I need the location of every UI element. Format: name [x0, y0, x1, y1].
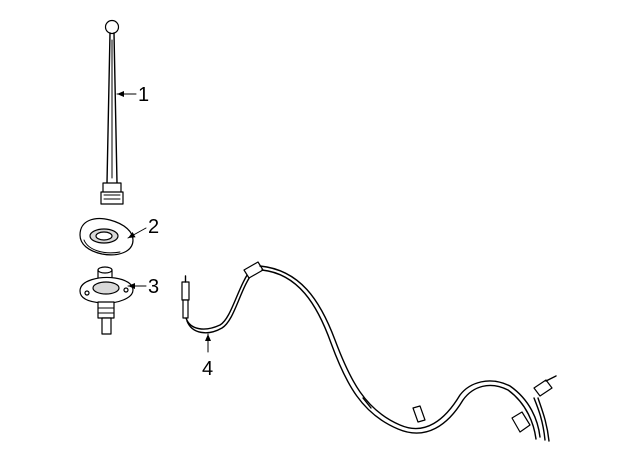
leader-line-2 [127, 227, 147, 239]
antenna-cap-icon[interactable] [79, 217, 134, 256]
callout-4: 4 [202, 358, 213, 380]
antenna-mast-icon[interactable] [100, 19, 124, 205]
antenna-cable-icon[interactable] [181, 261, 557, 442]
callout-1: 1 [138, 84, 149, 106]
callout-2: 2 [148, 216, 159, 238]
antenna-base-icon[interactable] [79, 266, 134, 335]
callout-3: 3 [148, 276, 159, 298]
